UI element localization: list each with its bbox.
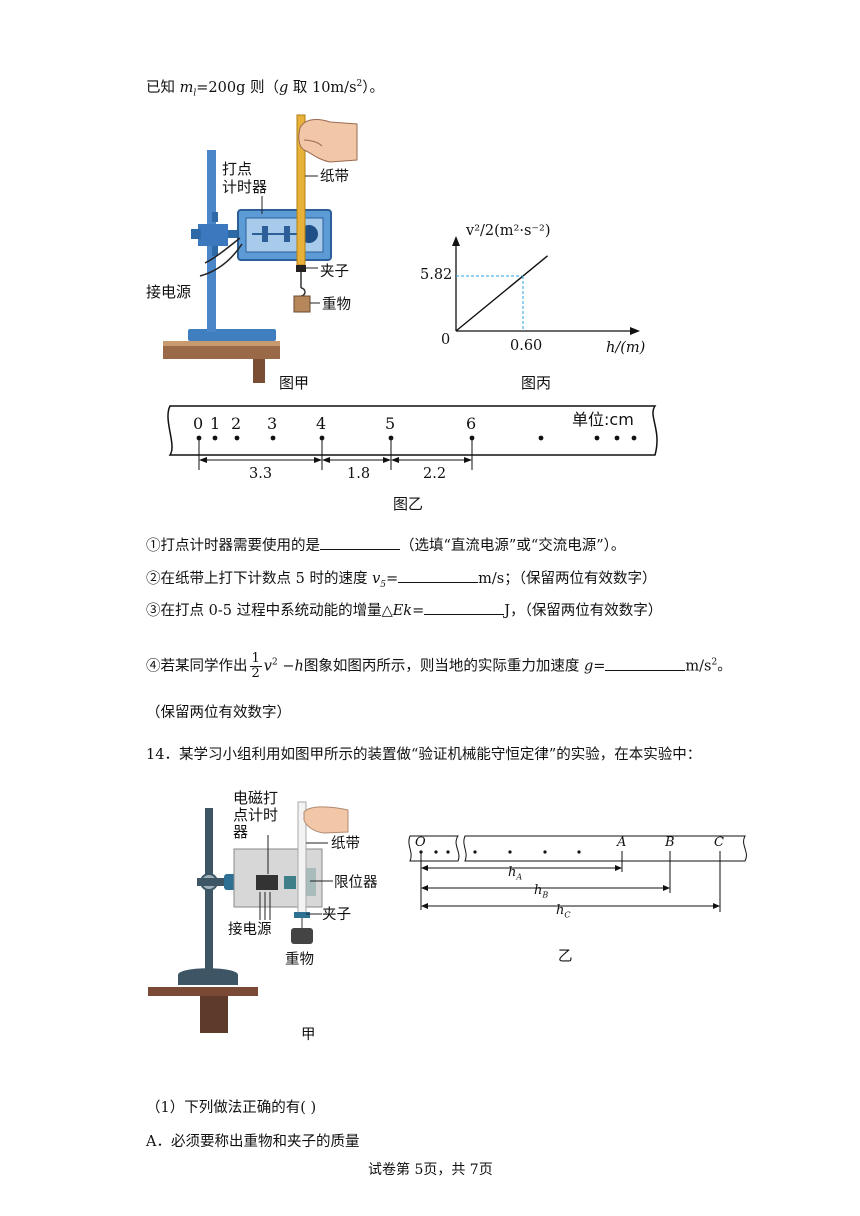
data-line (455, 255, 549, 332)
tape-strip-right (463, 835, 747, 862)
label-clip-2: 夹子 (322, 907, 351, 923)
clip (296, 265, 306, 272)
tape-dot (196, 435, 202, 441)
hand (298, 119, 358, 163)
label-tape: 纸带 (320, 169, 349, 185)
tape-dist-2: 1.8 (347, 466, 371, 482)
caption-bing: 图丙 (521, 374, 552, 392)
answer-blank[interactable] (424, 602, 505, 615)
graph-xtick: 0.60 (510, 338, 543, 354)
tape-dot (614, 435, 620, 441)
tape2-label-B: B (665, 835, 675, 850)
weight (293, 295, 311, 313)
answer-blank[interactable] (320, 537, 400, 550)
caption-yi-2: 乙 (558, 949, 573, 965)
table-top-2 (148, 987, 258, 996)
answer-blank[interactable] (398, 570, 479, 583)
intro-line: 已知 ml=200g 则（g 取 10m/s2）。 (146, 79, 384, 99)
caption-yi: 图乙 (393, 495, 424, 513)
tape2-hB: hB (534, 883, 549, 900)
tape-dot (631, 435, 637, 441)
tape2-label-C: C (714, 835, 724, 850)
label-timer: 打点 计时器 (222, 160, 268, 196)
label-tape-2: 纸带 (331, 836, 360, 852)
label-timer-2: 电磁打 点计时 器 (233, 789, 279, 841)
question-1: ①打点计时器需要使用的是（选填“直流电源”或“交流电源”）。 (146, 537, 626, 554)
caption-jia-2: 甲 (301, 1027, 316, 1043)
coil (256, 875, 278, 890)
option-a[interactable]: A．必须要称出重物和夹子的质量 (146, 1134, 360, 1150)
tape2-label-O: O (415, 835, 426, 850)
stand-rod-2 (205, 808, 213, 978)
graph-ytick: 5.82 (420, 267, 453, 283)
label-power-2: 接电源 (228, 922, 272, 938)
table-leg-2 (200, 996, 228, 1033)
tape-unit: 单位:cm (572, 410, 634, 429)
tape-dot (388, 435, 394, 441)
tape-dist-1: 3.3 (249, 466, 273, 482)
tape-label-0: 0 (193, 414, 204, 433)
graph-xlabel: h/(m) (606, 340, 646, 356)
label-clip: 夹子 (320, 264, 349, 280)
tape-dot (538, 435, 544, 441)
answer-blank[interactable] (605, 658, 686, 671)
sub-question-1: （1）下列做法正确的有( ) (146, 1100, 317, 1116)
tape-dist-3: 2.2 (423, 466, 447, 482)
tape2-hC: hC (556, 903, 571, 920)
tape2-hA: hA (508, 865, 523, 882)
tape-label-5: 5 (385, 414, 396, 433)
page-footer: 试卷第 5页，共 7页 (368, 1162, 493, 1178)
tape-dot (270, 435, 276, 441)
question-14: 14．某学习小组利用如图甲所示的装置做“验证机械能守恒定律”的实验，在本实验中： (146, 747, 702, 763)
caption-jia: 图甲 (279, 374, 310, 392)
tape-dot (234, 435, 240, 441)
clip-2 (294, 912, 310, 918)
tape-label-4: 4 (316, 414, 327, 433)
graph-ylabel: v²/2(m²·s⁻²) (466, 223, 551, 239)
label-power: 接电源 (146, 283, 192, 301)
tape-label-6: 6 (466, 414, 477, 433)
tape-label-2: 2 (231, 414, 242, 433)
label-weight: 重物 (322, 297, 351, 313)
tape-label-1: 1 (210, 414, 221, 433)
question-3: ③在打点 0-5 过程中系统动能的增量△Ek=J，（保留两位有效数字） (146, 602, 663, 619)
weight-2 (291, 928, 313, 944)
tape-dot (212, 435, 218, 441)
graph-origin: 0 (441, 332, 451, 348)
tape-dot (319, 435, 325, 441)
table-leg (253, 359, 265, 383)
question-4-note: （保留两位有效数字） (146, 705, 291, 721)
tape2-label-A: A (617, 835, 627, 850)
cross-clamp (198, 224, 228, 246)
tape-dot (594, 435, 600, 441)
label-limiter: 限位器 (334, 875, 378, 891)
label-weight-2: 重物 (285, 952, 314, 968)
tape-dot (469, 435, 475, 441)
tape-label-3: 3 (267, 414, 278, 433)
hand-2 (303, 806, 349, 834)
tape-strip (167, 405, 658, 456)
question-2: ②在纸带上打下计数点 5 时的速度 v5=m/s；（保留两位有效数字） (146, 570, 657, 590)
